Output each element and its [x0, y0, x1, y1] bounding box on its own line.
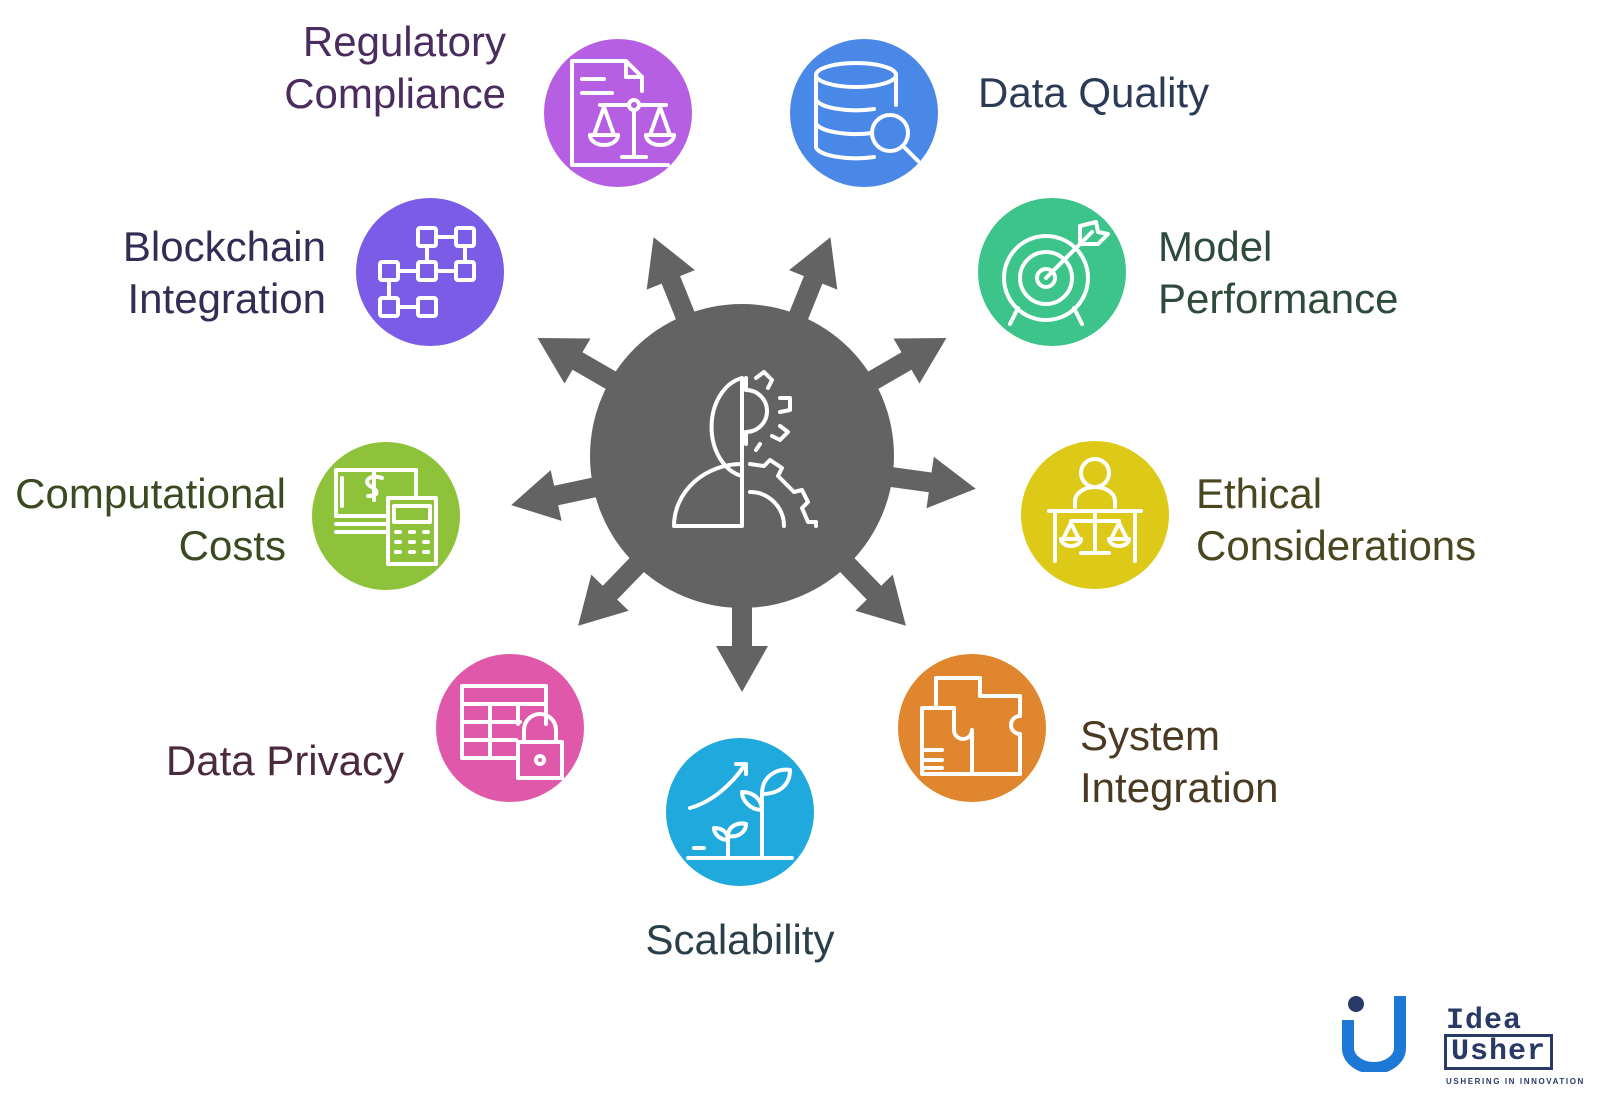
arrow-to-system-integration — [833, 551, 906, 626]
label-line: Model — [1158, 223, 1273, 270]
label-line: Compliance — [284, 70, 506, 117]
idea-usher-logo: Idea Usher USHERING IN INNOVATION — [1342, 996, 1593, 1094]
label-scalability: Scalability — [560, 914, 920, 966]
factor-circle-blockchain-integration — [356, 198, 504, 346]
arrow-to-data-quality — [785, 237, 838, 329]
label-line: Performance — [1158, 275, 1399, 322]
person-scale-icon — [1047, 457, 1143, 563]
database-search-icon — [814, 61, 920, 163]
brain-gear-icon — [672, 370, 818, 528]
arrow-to-ethical-considerations — [881, 456, 976, 509]
factor-circle-regulatory-compliance — [544, 39, 692, 187]
factor-circle-data-quality — [790, 39, 938, 187]
target-arrow-icon — [1002, 220, 1110, 326]
label-line: Regulatory — [302, 18, 506, 65]
logo-tagline: USHERING IN INNOVATION — [1446, 1077, 1585, 1086]
logo-u-mark — [1342, 996, 1406, 1072]
label-line: Computational — [15, 470, 286, 517]
label-line: Integration — [127, 275, 326, 322]
arrow-to-blockchain-integration — [537, 338, 624, 394]
label-line: Data Privacy — [165, 737, 404, 784]
label-line: Data Quality — [978, 69, 1210, 116]
logo-word-usher: Usher — [1444, 1034, 1554, 1070]
arrow-to-data-privacy — [578, 551, 651, 626]
label-line: Scalability — [645, 916, 835, 963]
arrow-to-computational-costs — [511, 470, 606, 521]
label-line: Integration — [1080, 764, 1279, 811]
blockchain-blocks-icon — [378, 226, 476, 318]
label-line: Costs — [178, 522, 286, 569]
growth-plant-icon — [686, 762, 794, 860]
label-data-quality: Data Quality — [978, 67, 1209, 119]
money-calculator-icon — [334, 468, 438, 566]
label-line: Blockchain — [122, 223, 326, 270]
arrow-to-regulatory-compliance — [646, 237, 699, 329]
document-scale-icon — [570, 59, 676, 167]
puzzle-icon — [920, 676, 1022, 776]
logo-word-idea: Idea — [1446, 1004, 1523, 1038]
factor-circle-scalability — [666, 738, 814, 886]
arrow-to-model-performance — [860, 338, 947, 394]
arrow-to-scalability — [716, 598, 768, 692]
label-data-privacy: Data Privacy — [166, 735, 404, 787]
table-lock-icon — [460, 684, 564, 780]
label-line: Ethical — [1196, 470, 1323, 517]
label-line: Considerations — [1196, 522, 1477, 569]
label-line: System — [1080, 712, 1221, 759]
arrows-group — [511, 237, 976, 692]
